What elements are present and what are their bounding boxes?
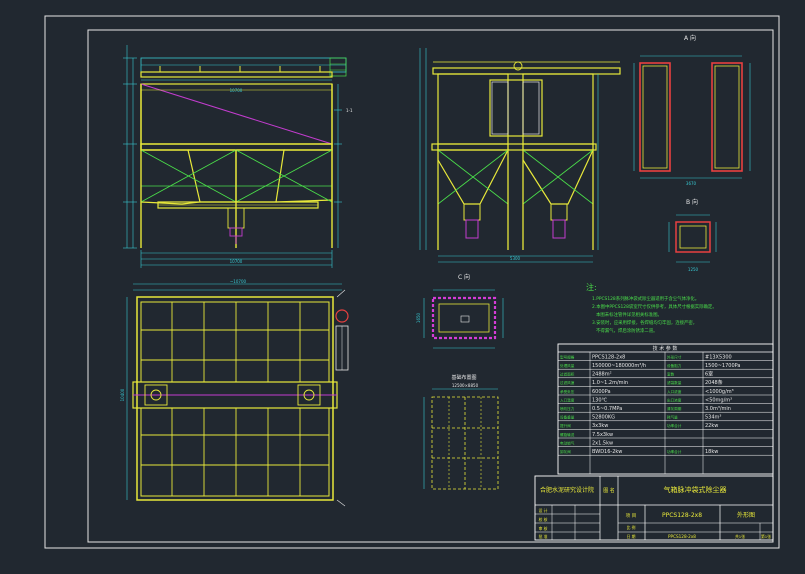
row-label-review: 审 核 [539, 526, 548, 531]
spec-param-name: 过滤面积 [560, 372, 575, 377]
plan-left-dim: 10400 [120, 388, 125, 401]
spec-param-name: 型号规格 [560, 354, 575, 359]
spec-param-value: 7.5x3kw [592, 432, 613, 438]
spec-param-value: <50mg/m³ [705, 397, 732, 403]
title-block: 合肥水泥研究设计院 图 名 气箱脉冲袋式除尘器 设 计 校 核 审 核 批 准 … [534, 475, 774, 541]
notes-line: 本图未标注管件详见相关标准图。 [596, 311, 662, 318]
row-label-design: 设 计 [539, 508, 548, 513]
section-marker: 1-1 [346, 108, 353, 113]
drawing-number: PPCS128-2x8 [668, 534, 696, 539]
base-layout-view: 基础布置图 12500×8850 [423, 374, 499, 490]
spec-param-name: 滤袋数量 [667, 380, 682, 385]
drawing-label: 图 名 [603, 487, 615, 494]
company-name: 合肥水泥研究设计院 [540, 486, 594, 494]
spec-param-name: 室数 [667, 372, 675, 377]
spec-param-name: 电动锁气 [560, 440, 575, 445]
front-bottom-dim: 10700 [230, 259, 243, 264]
inner-frame [87, 29, 774, 543]
b-view-height-dim: 1650 [416, 312, 421, 323]
spec-param-name: 螺旋输送 [560, 432, 575, 437]
spec-param-name: 耗气量 [667, 415, 678, 420]
front-top-dim: 10700 [230, 88, 243, 93]
spec-param-value: 3x3kw [592, 423, 608, 429]
notes-line: 2.本图中PPCS128袋室尺寸仅供参考，具体尺寸根据实际确定。 [592, 303, 717, 310]
drawing-name: 气箱脉冲袋式除尘器 [664, 485, 727, 494]
spec-param-value: 52800KG [592, 415, 615, 421]
spec-param-value: 534m³ [705, 415, 721, 421]
front-elevation-view: 10700 10700 [123, 45, 347, 268]
spec-param-value: 3.0m³/min [705, 406, 731, 412]
c-view-label: B 向 [686, 198, 698, 206]
spec-param-name: 承受负压 [560, 389, 575, 394]
spec-param-value: 2488m² [592, 372, 612, 378]
spec-param-name: 喷吹压力 [560, 406, 575, 411]
spec-param-value: 2048条 [705, 379, 723, 386]
side-elevation-view: 5300 [419, 48, 621, 263]
spec-param-name: 设备阻力 [667, 363, 682, 368]
side-width-dim: 5300 [510, 256, 521, 261]
spec-param-value: 130℃ [592, 397, 608, 403]
spec-param-name: 入口浓度 [667, 389, 682, 394]
plan-top-dim: ~10700 [230, 279, 247, 284]
spec-param-name: 清灰周期 [667, 406, 682, 411]
spec-param-value: 6室 [705, 371, 713, 378]
spec-param-value: 2x1.5kw [592, 440, 613, 446]
spec-table: 技 术 参 数 型号规格 PPCS128-2x8 外形尺寸 #13X5300 处理风量 1… [557, 343, 774, 475]
a-view: A 向 3670 [633, 34, 751, 186]
spec-param-name: 入口温度 [560, 397, 575, 402]
b-view: C 向 1650 [416, 273, 504, 349]
notes-line: 3.安装时，应采用焊接，各焊缝均匀牢固，连接严密， [592, 319, 697, 326]
spec-param-name: 提升阀 [560, 423, 571, 428]
spec-param-name: 设备重量 [560, 415, 575, 420]
spec-param-name: 功率合计 [667, 423, 682, 428]
row-label-approve: 批 准 [539, 534, 548, 539]
spec-param-value: PPCS128-2x8 [592, 354, 625, 360]
spec-param-name: 出口浓度 [667, 397, 682, 402]
spec-param-name: 过滤风速 [560, 380, 575, 385]
project-label: 项 目 [626, 513, 636, 519]
spec-param-value: 1500~1700Pa [705, 363, 741, 369]
date-label: 日 期 [627, 534, 636, 539]
sheet-type: 外形图 [737, 511, 755, 519]
spec-param-value: 1.0~1.2m/min [592, 380, 628, 386]
spec-param-value: <1000g/m³ [705, 389, 734, 395]
spec-param-value: 6000Pa [592, 389, 611, 395]
spec-param-name: 外形尺寸 [667, 354, 682, 359]
notes-block: 注: 1.PPCS128系列脉冲袋式除尘器适用于含尘气体净化。 2.本图中PPC… [586, 282, 717, 334]
outer-frame [44, 15, 780, 549]
c-view: B 向 1250 [668, 198, 717, 272]
spec-param-name: 功率合计 [667, 449, 682, 454]
spec-table-title: 技 术 参 数 [653, 345, 678, 352]
spec-param-value: #13X5300 [705, 354, 732, 360]
model-text: PPCS128-2x8 [662, 512, 702, 519]
base-dim: 12500×8850 [452, 383, 479, 388]
row-label-check: 校 核 [539, 517, 548, 522]
sheet-count: 共1张 [735, 534, 745, 539]
spec-param-value: BWD16-2kw [592, 449, 622, 455]
spec-param-value: 22kw [705, 423, 718, 429]
spec-param-name: 卸灰阀 [560, 449, 571, 454]
notes-line: 不得漏气，焊后涂防锈漆二道。 [596, 327, 657, 334]
c-view-width-dim: 1250 [688, 267, 699, 272]
base-view-label: 基础布置图 [451, 374, 476, 381]
sheet-number: 第1张 [761, 534, 771, 539]
a-view-width-dim: 3670 [686, 181, 697, 186]
b-view-label: C 向 [458, 273, 470, 281]
a-view-label: A 向 [684, 34, 696, 42]
scale-label: 比 例 [627, 525, 636, 530]
spec-param-name: 处理风量 [560, 363, 575, 368]
spec-param-value: 0.5~0.7MPa [592, 406, 622, 412]
plan-view: ~10700 10400 [120, 279, 349, 507]
notes-heading: 注: [586, 282, 597, 292]
spec-param-value: 150000~180000m³/h [592, 363, 646, 369]
spec-param-value: 18kw [705, 449, 718, 455]
notes-line: 1.PPCS128系列脉冲袋式除尘器适用于含尘气体净化。 [592, 295, 699, 302]
